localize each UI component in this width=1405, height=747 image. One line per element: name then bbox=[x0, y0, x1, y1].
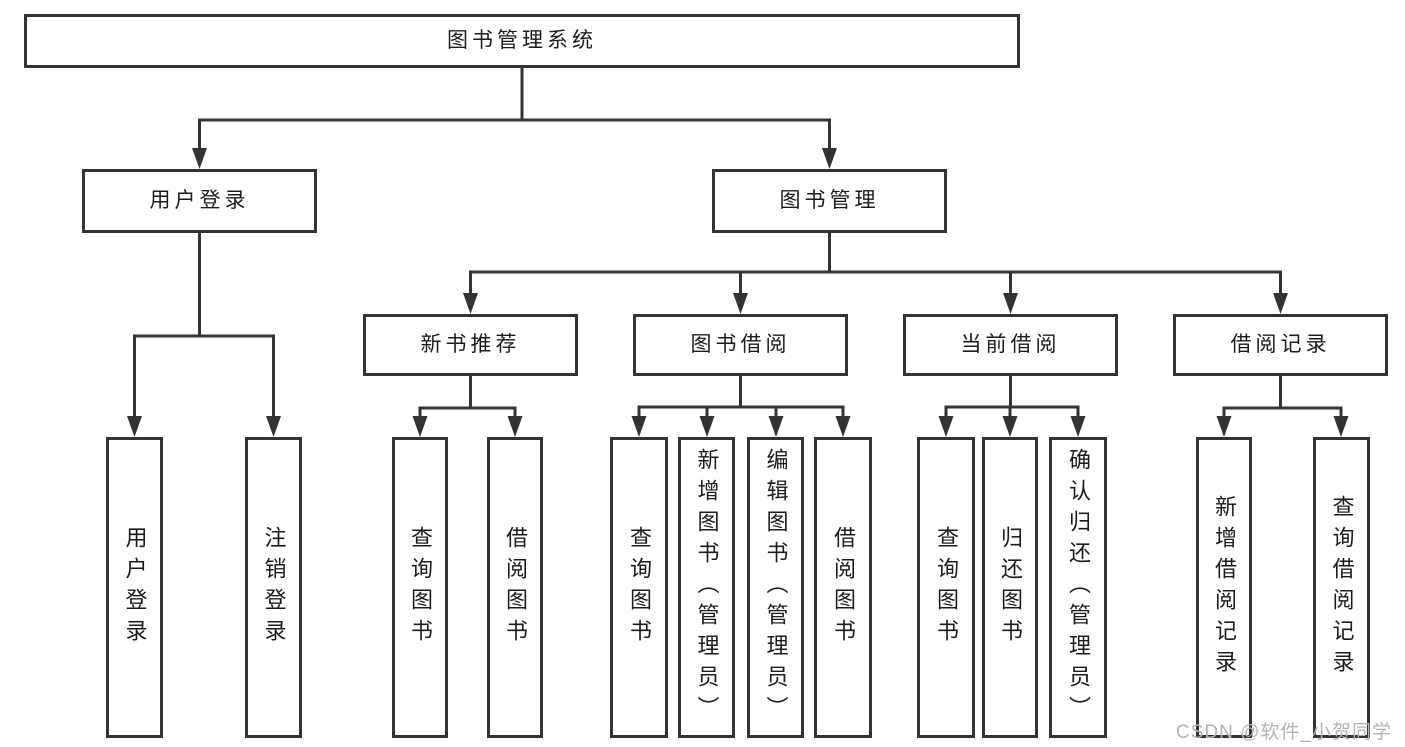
arrowhead-icon bbox=[1002, 416, 1018, 437]
node-label: 借阅图书 bbox=[831, 525, 856, 650]
node-query-books-current: 查询图书 bbox=[917, 437, 975, 738]
arrowhead-icon bbox=[733, 293, 748, 314]
node-confirm-return-admin: 确认归还（管理员） bbox=[1049, 437, 1107, 738]
arrowhead-icon bbox=[266, 416, 281, 437]
arrowhead-icon bbox=[1216, 416, 1232, 437]
node-label: 确认归还（管理员） bbox=[1066, 448, 1091, 727]
arrowhead-icon bbox=[1273, 293, 1288, 314]
node-query-borrow-record: 查询借阅记录 bbox=[1313, 437, 1370, 738]
node-add-books-admin: 新增图书（管理员） bbox=[678, 437, 735, 738]
node-book-management: 图书管理 bbox=[712, 169, 947, 233]
node-return-books: 归还图书 bbox=[982, 437, 1038, 738]
node-edit-books-admin: 编辑图书（管理员） bbox=[747, 437, 804, 738]
node-label: 图书借阅 bbox=[690, 333, 791, 357]
node-label: 新增图书（管理员） bbox=[694, 448, 720, 727]
node-label: 用户登录 bbox=[122, 525, 148, 650]
node-label: 图书管理 bbox=[779, 189, 880, 213]
node-label: 借阅图书 bbox=[503, 525, 528, 650]
node-borrow-books: 借阅图书 bbox=[814, 437, 872, 738]
arrowhead-icon bbox=[507, 416, 523, 437]
node-label: 查询图书 bbox=[627, 525, 652, 650]
arrowhead-icon bbox=[1333, 416, 1349, 437]
arrowhead-icon bbox=[938, 416, 954, 437]
node-book-borrowing: 图书借阅 bbox=[633, 314, 848, 376]
node-borrowing-records: 借阅记录 bbox=[1173, 314, 1388, 376]
arrowhead-icon bbox=[822, 148, 837, 169]
node-user-login: 用户登录 bbox=[82, 169, 317, 233]
node-logout-action: 注销登录 bbox=[245, 437, 302, 738]
arrowhead-icon bbox=[463, 293, 478, 314]
node-current-borrowing: 当前借阅 bbox=[903, 314, 1118, 376]
csdn-watermark: CSDN @软件_小贺同学 bbox=[1176, 722, 1392, 743]
node-label: 用户登录 bbox=[149, 189, 250, 213]
arrowhead-icon bbox=[699, 416, 715, 437]
node-label: 新书推荐 bbox=[420, 333, 521, 357]
node-new-book-recommendation: 新书推荐 bbox=[363, 314, 578, 376]
arrowhead-icon bbox=[835, 416, 851, 437]
arrowhead-icon bbox=[1070, 416, 1086, 437]
node-label: 图书管理系统 bbox=[447, 29, 597, 53]
node-label: 查询借阅记录 bbox=[1329, 494, 1355, 681]
arrowhead-icon bbox=[192, 148, 207, 169]
arrowhead-icon bbox=[768, 416, 784, 437]
arrowhead-icon bbox=[1003, 293, 1018, 314]
node-label: 查询图书 bbox=[408, 525, 433, 650]
node-query-books-recommend: 查询图书 bbox=[392, 437, 448, 738]
node-query-books-borrowing: 查询图书 bbox=[610, 437, 668, 738]
arrowhead-icon bbox=[127, 416, 142, 437]
node-label: 查询图书 bbox=[934, 525, 959, 650]
arrowhead-icon bbox=[412, 416, 428, 437]
node-label: 注销登录 bbox=[261, 525, 287, 650]
node-user-login-action: 用户登录 bbox=[106, 437, 163, 738]
node-label: 编辑图书（管理员） bbox=[763, 448, 789, 727]
node-label: 借阅记录 bbox=[1230, 333, 1331, 357]
node-add-borrow-record: 新增借阅记录 bbox=[1196, 437, 1252, 738]
node-borrow-books-recommend: 借阅图书 bbox=[487, 437, 543, 738]
node-label: 归还图书 bbox=[998, 525, 1023, 650]
node-label: 新增借阅记录 bbox=[1212, 494, 1237, 681]
node-library-management-system: 图书管理系统 bbox=[24, 14, 1020, 68]
arrowheads bbox=[127, 148, 1349, 437]
node-label: 当前借阅 bbox=[960, 333, 1061, 357]
arrowhead-icon bbox=[631, 416, 647, 437]
